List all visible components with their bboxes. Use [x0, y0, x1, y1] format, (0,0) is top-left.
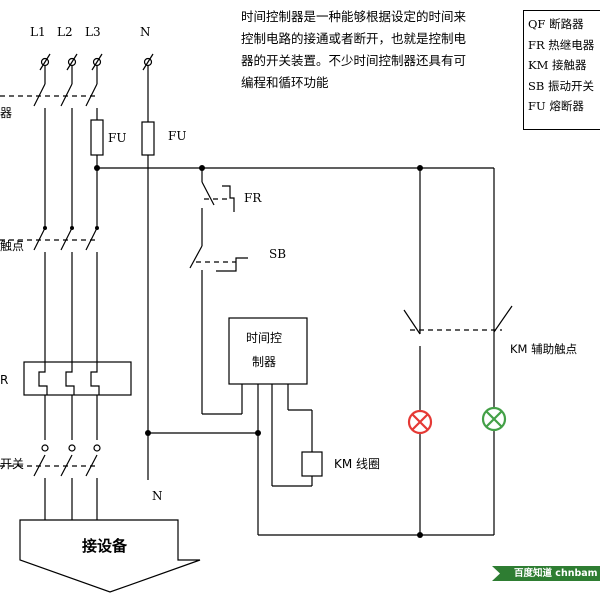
label-fr-cut: R — [0, 373, 8, 387]
label-switch-cut: 开关 — [0, 457, 24, 471]
description-line: 编程和循环功能 — [241, 75, 329, 90]
fuse-n — [141, 121, 155, 156]
label-km-aux: KM 辅助触点 — [510, 342, 577, 356]
junction-dot — [94, 165, 100, 171]
red-indicator-lamp — [407, 409, 433, 435]
thermal-relay — [23, 361, 132, 440]
legend-item-sb: SB 振动开关 — [528, 78, 594, 93]
label-n-bottom: N — [152, 489, 163, 503]
label-km-coil: KM 线圈 — [334, 457, 380, 471]
main-contacts — [0, 226, 99, 362]
watermark-badge: 百度知道 chnbam — [492, 566, 600, 581]
label-sb: SB — [269, 247, 286, 261]
breaker-qf — [0, 66, 98, 228]
description-line: 器的开关装置。不少时间控制器还具有可 — [241, 53, 467, 68]
description-line: 时间控制器是一种能够根据设定的时间来 — [241, 9, 467, 24]
label-equipment: 接设备 — [82, 537, 128, 555]
legend-item-fu: FU 熔断器 — [528, 99, 584, 113]
sb-switch — [189, 245, 248, 414]
green-indicator-lamp — [481, 406, 507, 432]
legend-item-fr: FR 热继电器 — [528, 37, 595, 52]
fuse-l3 — [90, 119, 104, 156]
fr-contact — [201, 168, 235, 246]
bottom-switch — [0, 444, 101, 520]
km-coil — [301, 451, 323, 477]
label-contact-cut: 触点 — [0, 239, 24, 253]
controller-label-line2: 制器 — [252, 355, 276, 369]
label-l1: L1 — [30, 25, 46, 39]
junction-dot — [145, 430, 151, 436]
description-text: 时间控制器是一种能够根据设定的时间来 控制电路的接通或者断开，也就是控制电 器的… — [241, 6, 503, 94]
label-n-top: N — [140, 25, 151, 39]
lamp-branch — [258, 168, 513, 538]
junction-dot — [255, 430, 261, 436]
controller-label-line1: 时间控 — [246, 331, 282, 345]
label-l2: L2 — [57, 25, 73, 39]
label-fr: FR — [244, 191, 262, 205]
terminals — [39, 53, 154, 71]
label-l3: L3 — [85, 25, 101, 39]
description-line: 控制电路的接通或者断开，也就是控制电 — [241, 31, 467, 46]
label-fu-right: FU — [168, 129, 186, 143]
label-fu-left: FU — [108, 131, 126, 145]
legend-box: QF 断路器 FR 热继电器 KM 接触器 SB 振动开关 FU 熔断器 — [523, 10, 600, 130]
label-qf-cut: 器 — [0, 106, 12, 120]
time-controller-box — [228, 317, 308, 385]
equipment-arrow — [19, 519, 201, 593]
legend-item-qf: QF 断路器 — [528, 17, 584, 31]
legend-item-km: KM 接触器 — [528, 58, 587, 72]
